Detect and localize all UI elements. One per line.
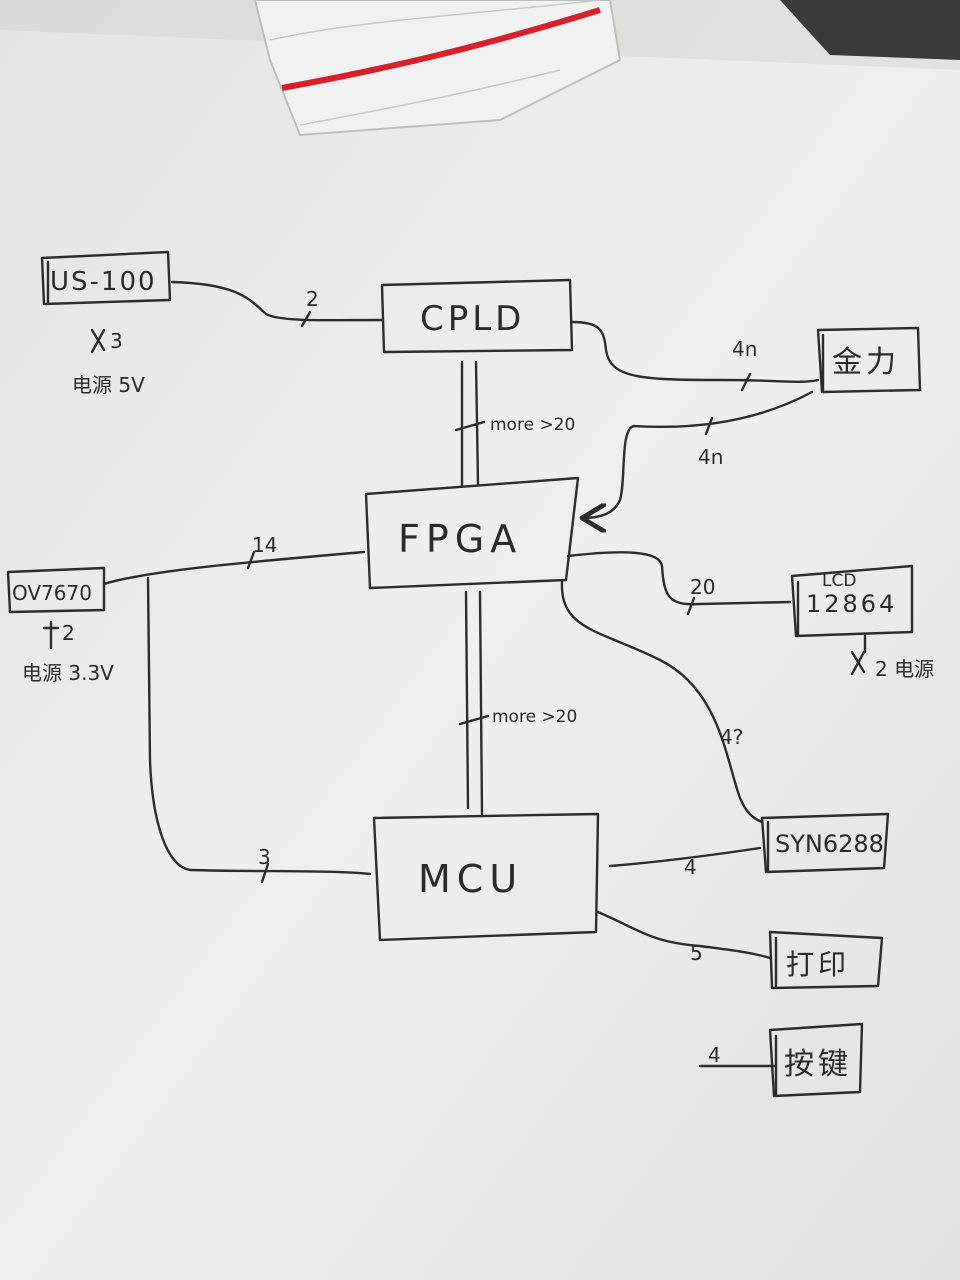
- wire-fpga-lcd: [566, 551, 792, 606]
- lcd-label-bottom: 12864: [806, 590, 897, 618]
- label-us100-cpld: 2: [306, 287, 319, 311]
- label-jinli-fpga: 4n: [698, 445, 723, 469]
- lcd-power-mark: [850, 650, 866, 676]
- lcd-power-note: 2 电源: [875, 657, 934, 681]
- fpga-label: FPGA: [398, 517, 522, 561]
- wire-jinli-fpga: [582, 390, 814, 518]
- fpga-box: [364, 476, 580, 590]
- label-fpga-lcd: 20: [690, 575, 715, 599]
- label-fpga-mcu: more >20: [492, 707, 577, 727]
- label-mcu-printer: 5: [690, 941, 703, 965]
- ov7670-pin-mark: [42, 620, 60, 650]
- label-ov7670-mcu: 3: [258, 845, 271, 869]
- ov7670-label: OV7670: [12, 581, 92, 605]
- keys-label: 按键: [784, 1047, 852, 1082]
- wire-us100-cpld: [170, 280, 384, 322]
- wire-mcu-syn6288: [608, 846, 762, 868]
- syn6288-module: [760, 812, 890, 874]
- label-fpga-syn6288: 4?: [720, 725, 743, 749]
- wire-fpga-mcu-bus: [464, 590, 484, 816]
- label-cpld-fpga: more >20: [490, 415, 575, 435]
- label-cpld-jinli: 4n: [732, 337, 757, 361]
- syn6288-label: SYN6288: [775, 830, 884, 858]
- label-mcu-syn6288: 4: [684, 855, 697, 879]
- us100-pin-note: 3: [110, 329, 123, 353]
- plastic-bag: [253, 0, 622, 137]
- printer-label: 打印: [786, 948, 850, 981]
- mcu-box: [372, 812, 600, 942]
- ov7670-power-note: 电源 3.3V: [22, 661, 114, 685]
- cpld-box: [380, 278, 574, 354]
- wire-fpga-syn6288: [560, 580, 764, 824]
- ov7670-module: [6, 566, 106, 614]
- cpld-label: CPLD: [420, 299, 525, 339]
- label-ov7670-fpga: 14: [252, 533, 277, 557]
- label-keys: 4: [708, 1043, 721, 1067]
- wire-ov7670-fpga: [102, 550, 366, 586]
- wire-mcu-printer: [596, 910, 772, 960]
- us100-power-note: 电源 5V: [72, 373, 145, 397]
- printer-module: [768, 930, 884, 990]
- jinli-label: 金力: [832, 345, 900, 380]
- us100-module: [40, 250, 172, 306]
- keys-module: [768, 1022, 864, 1098]
- wire-ov7670-mcu: [146, 576, 372, 876]
- jinli-module: [816, 326, 922, 394]
- mcu-label: MCU: [418, 857, 523, 901]
- ov7670-pin-note: 2: [62, 621, 75, 645]
- lcd-label-top: LCD: [822, 571, 856, 591]
- wire-cpld-jinli: [570, 320, 820, 383]
- us100-pin-mark: [90, 328, 106, 354]
- dark-object-corner: [780, 0, 960, 60]
- us100-label: US-100: [50, 267, 157, 297]
- lcd12864-module: [790, 564, 914, 638]
